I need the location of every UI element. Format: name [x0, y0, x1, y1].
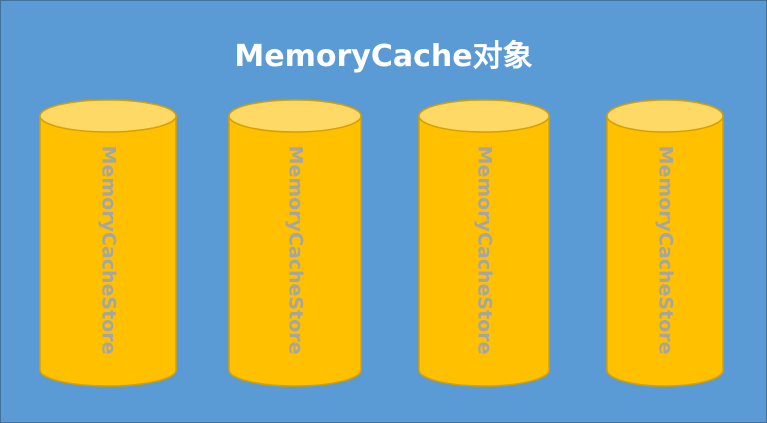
cylinder-store-4: MemoryCacheStore: [606, 99, 724, 387]
cylinder-store-2: MemoryCacheStore: [228, 99, 362, 387]
store-label: MemoryCacheStore: [474, 146, 496, 355]
diagram-title: MemoryCache对象: [234, 39, 533, 74]
cylinder-store-1: MemoryCacheStore: [39, 99, 177, 387]
cylinder-store-3: MemoryCacheStore: [418, 99, 550, 387]
store-label: MemoryCacheStore: [285, 146, 307, 355]
store-label: MemoryCacheStore: [98, 146, 120, 355]
store-label: MemoryCacheStore: [655, 146, 677, 355]
